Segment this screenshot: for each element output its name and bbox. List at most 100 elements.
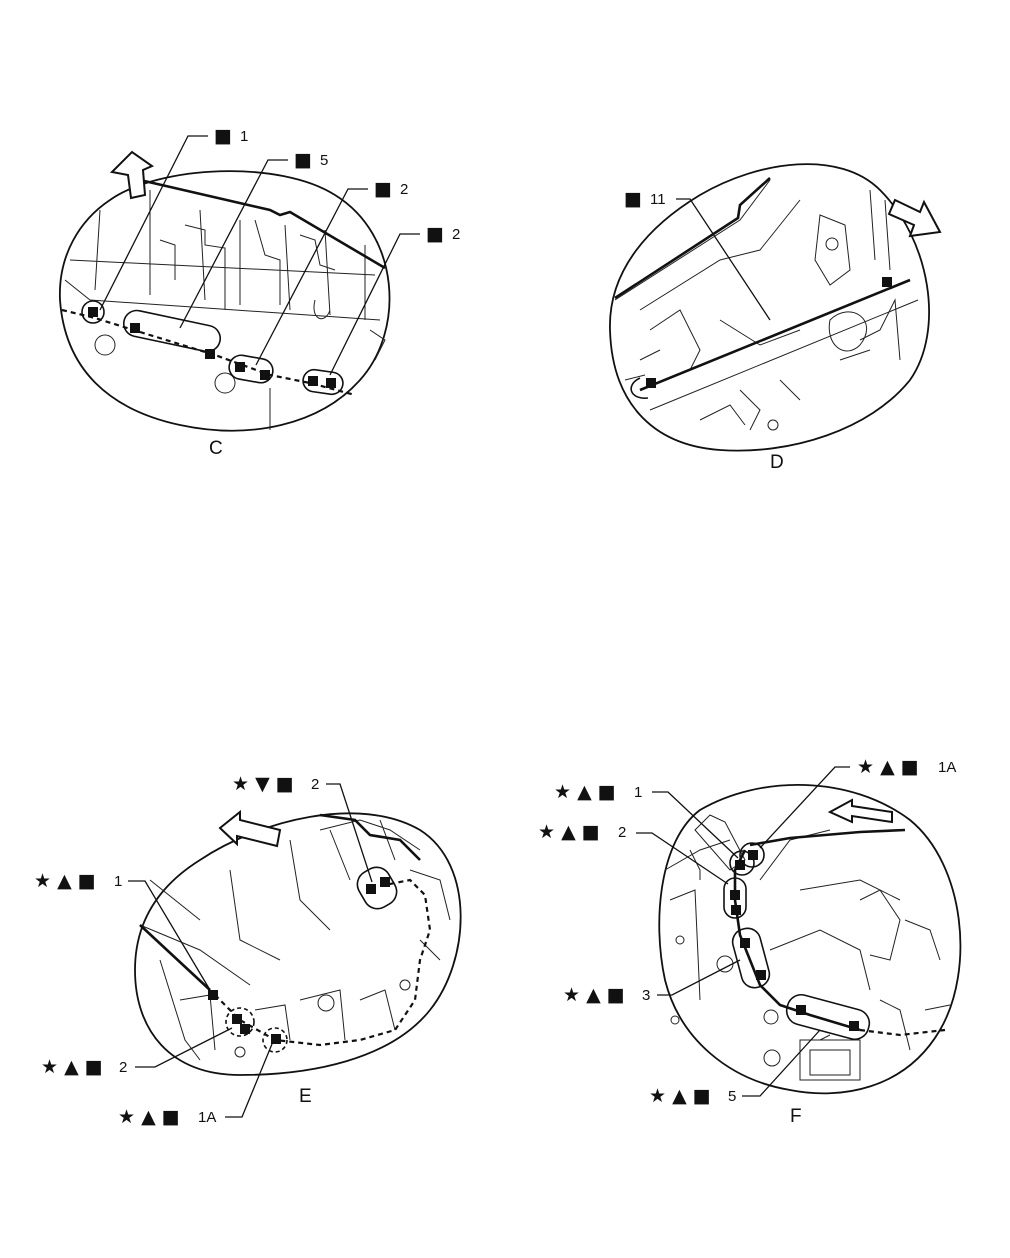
view-c: ■ 1 ■ 5 ■ 2 ■ 2 C [59, 125, 460, 459]
view-e-body-structure [139, 819, 451, 1061]
view-e-edge [139, 813, 421, 991]
view-e-leader [326, 783, 373, 883]
view-c-floor-panel [64, 190, 386, 361]
view-c-outline [59, 170, 391, 432]
view-d-outline [609, 163, 930, 452]
callout-number: 1 [240, 128, 248, 145]
view-e-clamp [271, 1034, 281, 1044]
callout-symbols: ★ ▲ ■ [34, 870, 96, 892]
callout-number: 2 [119, 1059, 127, 1076]
callout-number: 5 [320, 152, 328, 169]
callout-symbols: ★ ▲ ■ [554, 781, 616, 803]
view-c-cross-member [139, 178, 386, 270]
view-f-leader [759, 766, 850, 849]
view-f-hole [763, 1009, 779, 1025]
view-c-clamp-ring [81, 300, 105, 324]
view-c-leader [179, 159, 288, 329]
view-f-clamp [735, 860, 745, 870]
view-f-clamp [731, 905, 741, 915]
view-f-label: F [790, 1106, 802, 1127]
view-f-leader [657, 959, 741, 996]
callout-number: 1A [198, 1109, 216, 1126]
view-f-clamp-ring [785, 993, 871, 1041]
view-f-clamp [748, 850, 758, 860]
view-e-clamp-ring [225, 1007, 255, 1037]
view-f-clamp-ring [723, 877, 747, 919]
view-c-clamp-ring [302, 368, 344, 396]
view-d-hole [767, 419, 779, 431]
view-e-callout-1: ★ ▼ ■ 2 [232, 773, 319, 795]
view-f-callout-2: ★ ▲ ■ 1 [554, 781, 642, 803]
view-e-clamp [240, 1024, 250, 1034]
callout-symbols: ★ ▲ ■ [41, 1056, 103, 1078]
callout-symbols: ★ ▼ ■ [232, 773, 294, 795]
view-c-leader [329, 233, 420, 376]
view-c-clamp [130, 323, 140, 333]
view-f-outline [658, 784, 962, 1095]
view-c-clamp [308, 376, 318, 386]
view-f-hole [716, 955, 734, 973]
view-f-body-structure [664, 829, 951, 1081]
view-d-pillar-edge [614, 177, 771, 300]
view-f-callout-5: ★ ▲ ■ 5 [649, 1085, 736, 1107]
view-d: ■ 11 D [609, 163, 942, 473]
view-e-hole [234, 1046, 246, 1058]
view-f-leader [742, 1029, 821, 1097]
view-d-callout-1: ■ 11 [624, 188, 666, 210]
view-c-label: C [209, 438, 223, 459]
callout-symbols: ■ [374, 178, 392, 200]
view-e-leader [128, 880, 211, 991]
view-e-clamp [380, 877, 390, 887]
view-f-leader [636, 832, 729, 885]
callout-number: 2 [452, 226, 460, 243]
view-f-callout-1: ★ ▲ ■ 1A [857, 756, 956, 778]
callout-symbols: ★ ▲ ■ [563, 984, 625, 1006]
callout-number: 2 [400, 181, 408, 198]
callout-symbols: ■ [426, 223, 444, 245]
view-c-callout-2: ■ 5 [294, 149, 328, 171]
view-d-label: D [770, 452, 784, 473]
view-e-hole [317, 994, 335, 1012]
view-d-harness-main [639, 278, 911, 392]
view-c-clamp [205, 349, 215, 359]
callout-number: 1 [634, 784, 642, 801]
view-d-clamp-ring [630, 377, 649, 399]
view-c-clamp-ring [122, 309, 222, 353]
callout-symbols: ★ ▲ ■ [118, 1106, 180, 1128]
view-f-harness-hidden [859, 1028, 946, 1037]
callout-number: 5 [728, 1088, 736, 1105]
view-d-clamp [882, 277, 892, 287]
view-d-harness [639, 279, 919, 411]
view-d-hole [825, 237, 839, 251]
view-e-leader [225, 1043, 273, 1118]
view-c-hole [214, 372, 236, 394]
view-f-clamp [796, 1005, 806, 1015]
view-c-leader [99, 135, 208, 311]
view-e-callout-2: ★ ▲ ■ 1 [34, 870, 122, 892]
callout-symbols: ■ [214, 125, 232, 147]
view-e-label: E [299, 1086, 312, 1107]
callout-number: 2 [618, 824, 626, 841]
view-e-leader [135, 1027, 233, 1068]
view-e-clamp-ring [262, 1027, 288, 1053]
view-f-clamp-ring [739, 842, 765, 868]
view-d-clamp [646, 378, 656, 388]
view-d-leader [676, 198, 771, 321]
callout-number: 1A [938, 759, 956, 776]
view-f-clamp-ring [731, 927, 771, 989]
callout-symbols: ★ ▲ ■ [857, 756, 919, 778]
view-c-leader [255, 188, 368, 366]
view-e-callout-3: ★ ▲ ■ 2 [41, 1056, 127, 1078]
view-c-hole [94, 334, 116, 356]
view-c-clamp-ring [228, 354, 274, 384]
view-f-leader [652, 791, 739, 859]
view-f-callout-3: ★ ▲ ■ 2 [538, 821, 626, 843]
view-d-direction-arrow [887, 198, 942, 238]
view-e-callout-4: ★ ▲ ■ 1A [118, 1106, 216, 1128]
view-e-clamp [208, 990, 218, 1000]
view-c-callout-3: ■ 2 [374, 178, 408, 200]
view-e: ★ ▼ ■ 2 ★ ▲ ■ 1 ★ ▲ ■ 2 ★ ▲ ■ 1A E [34, 773, 462, 1128]
view-e-clamp-ring [356, 866, 398, 910]
view-f-hole [763, 1049, 781, 1067]
